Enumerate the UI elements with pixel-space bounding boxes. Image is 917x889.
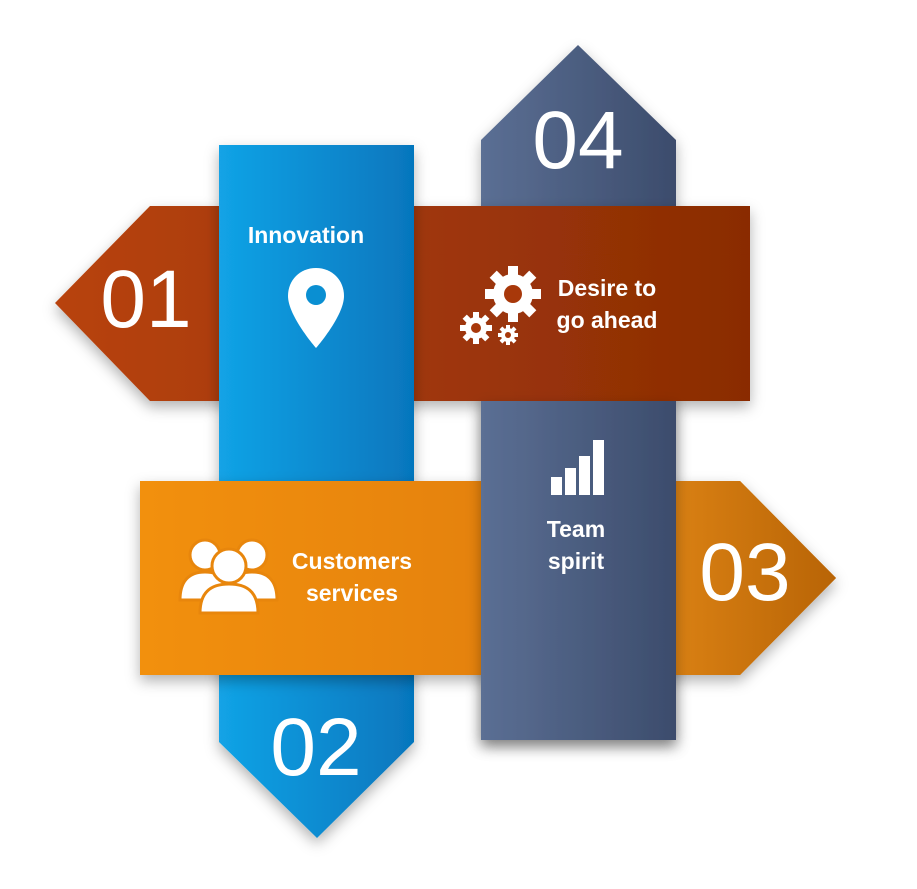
step-01-number: 01: [100, 254, 191, 345]
desire-label-line1: Desire to: [558, 275, 656, 301]
step-03-column-overlay: [481, 401, 676, 740]
step-04-number: 04: [532, 95, 623, 186]
gears-icon: [460, 266, 541, 345]
innovation-label: Innovation: [248, 222, 364, 248]
map-pin-icon: [288, 268, 344, 348]
team-label-line2: spirit: [548, 548, 605, 574]
customers-label-line2: services: [306, 580, 398, 606]
customers-label-line1: Customers: [292, 548, 412, 574]
team-label-line1: Team: [547, 516, 605, 542]
step-03-number: 03: [699, 527, 790, 618]
users-group-icon: [178, 538, 279, 615]
step-02-number: 02: [270, 702, 361, 793]
step-03-arrow-tip: [676, 481, 836, 675]
bar-chart-icon: [551, 440, 604, 495]
desire-label-line2: go ahead: [557, 307, 658, 333]
